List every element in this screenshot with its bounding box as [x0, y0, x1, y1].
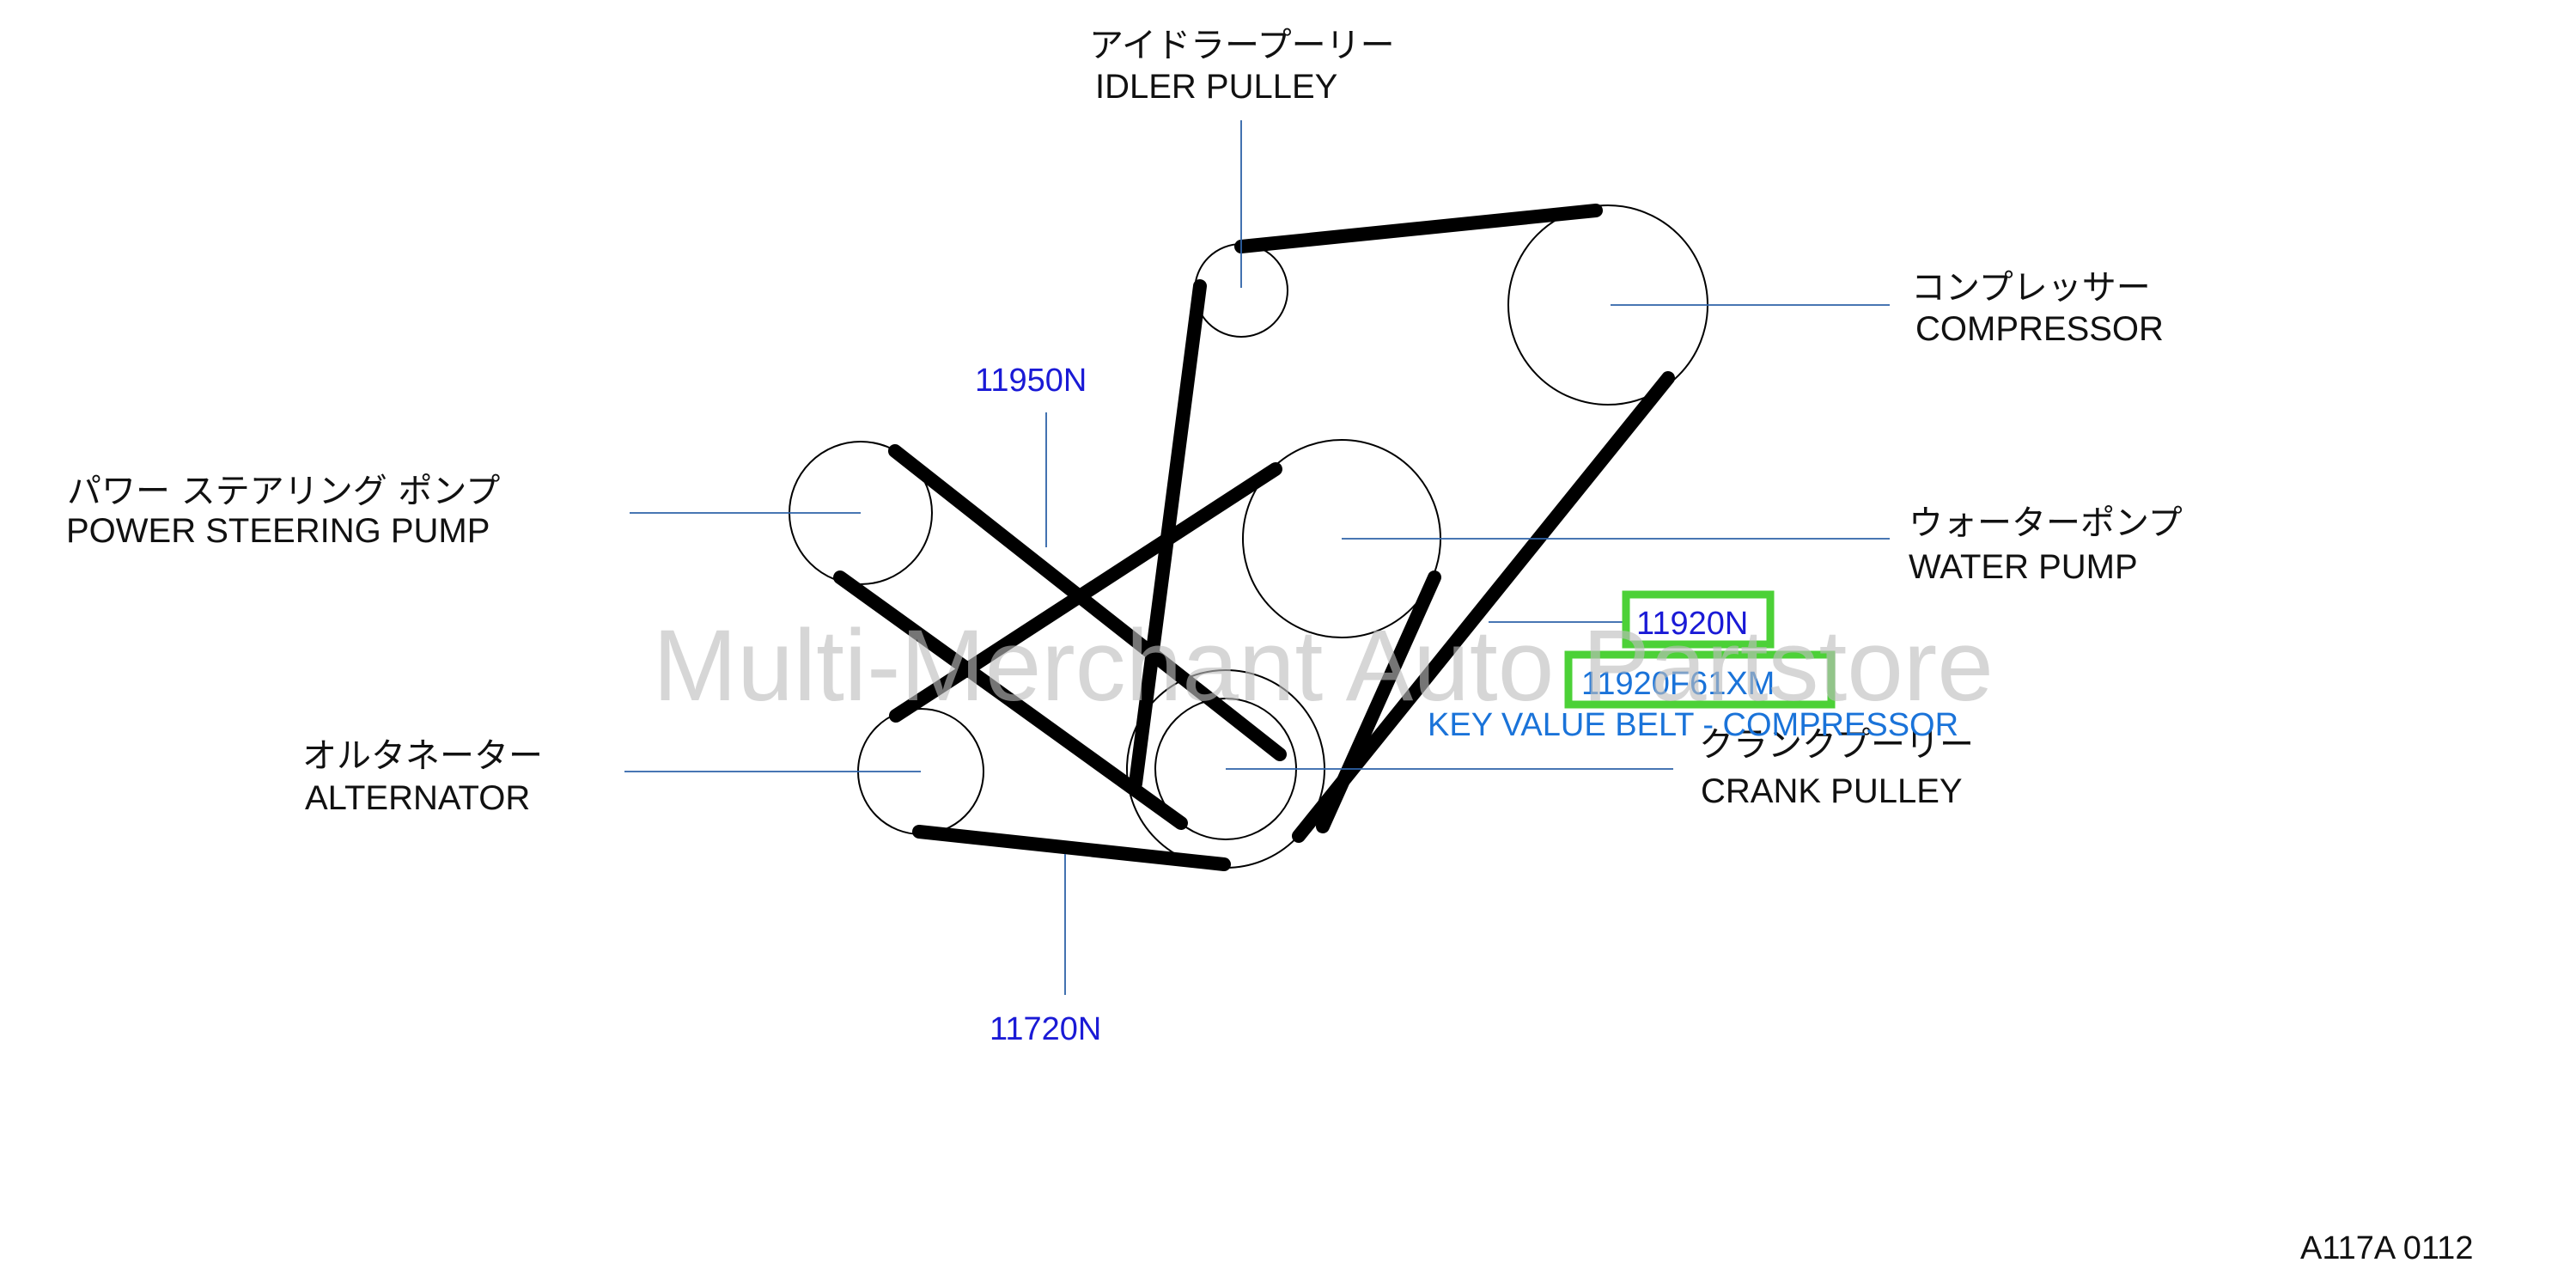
- figure-code: A117A 0112: [2300, 1230, 2473, 1266]
- part-number-11950n[interactable]: 11950N: [975, 363, 1087, 399]
- compressor-label-jp: コンプレッサー: [1911, 268, 2151, 308]
- compressor-belt-waterpump-leg[interactable]: [1316, 570, 1441, 833]
- alt-belt-lower[interactable]: [912, 825, 1231, 871]
- part-number-11920f61xm[interactable]: 11920F61XM: [1581, 666, 1775, 702]
- power-steering-label-en: POWER STEERING PUMP: [66, 512, 490, 550]
- ps-belt-lower[interactable]: [833, 570, 1188, 830]
- alt-belt-upper[interactable]: [889, 462, 1282, 723]
- alternator-label-jp: オルタネーター: [302, 736, 543, 776]
- alternator-label-en: ALTERNATOR: [305, 779, 530, 817]
- compressor-belt-right-leg[interactable]: [1292, 371, 1675, 843]
- component-labels: アイドラープーリー IDLER PULLEY コンプレッサー COMPRESSO…: [66, 26, 2183, 817]
- water-pump-label-jp: ウォーターポンプ: [1909, 503, 2183, 543]
- highlight-box-11920n: [1622, 590, 1775, 649]
- compressor-belt-top[interactable]: [1234, 204, 1603, 253]
- crank-label-jp: クランクプーリー: [1699, 725, 1974, 765]
- part-number-11920n[interactable]: 11920N: [1636, 606, 1748, 642]
- idler-label-jp: アイドラープーリー: [1089, 26, 1395, 65]
- belts: [833, 204, 1675, 871]
- highlight-box-11920f61xm: [1564, 650, 1836, 709]
- belt-description[interactable]: KEY VALUE BELT - COMPRESSOR: [1428, 707, 1958, 743]
- power-steering-label-jp: パワー ステアリング ポンプ: [67, 472, 500, 511]
- water-pump-label-en: WATER PUMP: [1909, 548, 2138, 586]
- watermark: Multi-Merchant Auto Partstore: [653, 609, 1994, 723]
- idler-label-en: IDLER PULLEY: [1095, 68, 1337, 106]
- crank-label-en: CRANK PULLEY: [1701, 772, 1963, 810]
- compressor-label-en: COMPRESSOR: [1915, 310, 2164, 348]
- part-number-11720n[interactable]: 11720N: [990, 1011, 1101, 1047]
- leader-lines: [624, 120, 1890, 995]
- ps-belt-upper[interactable]: [888, 444, 1287, 761]
- part-numbers: 11950N 11720N 11920N 11920F61XM KEY VALU…: [975, 363, 1958, 1047]
